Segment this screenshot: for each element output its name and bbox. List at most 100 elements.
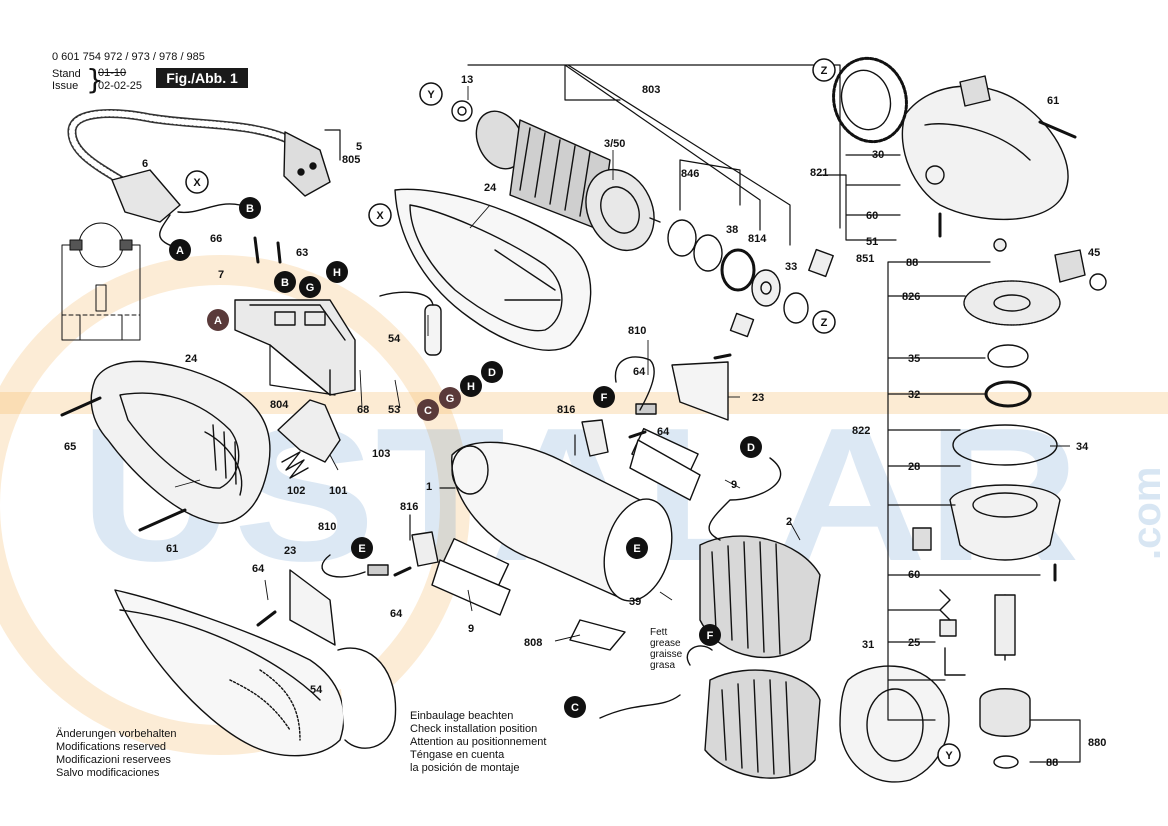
grease-line: Fett <box>650 627 668 638</box>
svg-text:H: H <box>333 267 341 279</box>
part-label: 3/50 <box>604 138 625 150</box>
callout-marker: G <box>299 276 321 298</box>
note-line: Salvo modificaciones <box>56 767 160 779</box>
part-number-labels: 13 803 3/50 846 38 814 33 24 5 805 6 66 … <box>64 74 1106 769</box>
part-label: 24 <box>185 353 198 365</box>
part-label: 822 <box>852 425 870 437</box>
part-label: 1 <box>426 481 432 493</box>
part-label: 5 <box>356 141 362 153</box>
part-label: 826 <box>902 291 920 303</box>
callout-marker: A <box>207 309 229 331</box>
callout-marker: A <box>169 239 191 261</box>
callout-marker: F <box>699 624 721 646</box>
part-label: 38 <box>726 224 738 236</box>
svg-text:A: A <box>214 315 222 327</box>
part-label: 846 <box>681 168 699 180</box>
part-label: 810 <box>628 325 646 337</box>
field-housing <box>440 427 699 651</box>
note-line: la posición de montaje <box>410 762 520 774</box>
part-label: 810 <box>318 521 336 533</box>
part-label: 816 <box>557 404 575 416</box>
part-label: 54 <box>310 684 323 696</box>
part-label: 65 <box>64 441 76 453</box>
part-label: 814 <box>748 233 767 245</box>
part-label: 32 <box>908 389 920 401</box>
cover-plate-lower <box>289 569 336 646</box>
pinion-45 <box>1054 249 1107 291</box>
note-line: Modificazioni reservees <box>56 754 171 766</box>
part-label: 103 <box>372 448 390 460</box>
svg-text:Y: Y <box>427 89 435 101</box>
part-label: 31 <box>862 639 874 651</box>
switch-assembly <box>234 299 356 396</box>
part-label: 880 <box>1088 737 1106 749</box>
svg-text:C: C <box>424 405 432 417</box>
note-line: Check installation position <box>410 723 538 735</box>
part-label: 60 <box>866 210 878 222</box>
note-line: Modifications reserved <box>56 741 167 753</box>
screws <box>60 120 1077 627</box>
letter-callouts: Y X B A B H G A D H G C X Z Z F D E E F … <box>169 58 961 767</box>
part-label: 60 <box>908 569 920 581</box>
note-line: Attention au positionnement <box>410 736 547 748</box>
part-label: 45 <box>1088 247 1100 259</box>
svg-text:B: B <box>246 203 254 215</box>
part-label: 851 <box>856 253 874 265</box>
part-label: 25 <box>908 637 920 649</box>
callout-marker: B <box>239 197 261 219</box>
field-coil-lower <box>704 669 821 779</box>
part-label: 63 <box>296 247 308 259</box>
part-label: 23 <box>752 392 764 404</box>
svg-text:G: G <box>446 393 455 405</box>
part-label: 6 <box>142 158 148 170</box>
figure-badge: Fig./Abb. 1 <box>156 68 248 88</box>
part-label: 9 <box>731 479 737 491</box>
callout-marker: D <box>740 436 762 458</box>
svg-text:A: A <box>176 245 184 257</box>
part-label: 33 <box>785 261 797 273</box>
callout-marker: Z <box>812 58 836 82</box>
svg-text:D: D <box>747 442 755 454</box>
part-label: 24 <box>484 182 497 194</box>
svg-text:Y: Y <box>945 750 953 762</box>
callout-marker: Y <box>937 743 961 767</box>
part-label: 23 <box>284 545 296 557</box>
part-label: 51 <box>866 236 878 248</box>
power-cable <box>67 109 331 249</box>
note-line: Téngase en cuenta <box>410 749 505 761</box>
part-label: 64 <box>633 366 646 378</box>
fan-wheel <box>832 56 908 144</box>
part-label: 28 <box>908 461 920 473</box>
callout-marker: D <box>481 361 503 383</box>
part-label: 2 <box>786 516 792 528</box>
part-label: 821 <box>810 167 828 179</box>
callout-marker: Z <box>812 310 836 334</box>
callout-marker: C <box>564 696 586 718</box>
note-line: Einbaulage beachten <box>410 710 514 722</box>
part-label: 9 <box>468 623 474 635</box>
callout-marker: H <box>326 261 348 283</box>
part-label: 102 <box>287 485 305 497</box>
svg-text:E: E <box>358 543 365 555</box>
svg-text:D: D <box>488 367 496 379</box>
callout-marker: B <box>274 271 296 293</box>
part-label: 61 <box>166 543 178 555</box>
wiring-schematic <box>61 222 141 341</box>
part-label: 39 <box>629 596 641 608</box>
part-label: 7 <box>218 269 224 281</box>
part-label: 101 <box>329 485 347 497</box>
svg-text:C: C <box>571 702 579 714</box>
bearing-parts <box>667 219 834 338</box>
grease-line: grasa <box>650 660 676 671</box>
svg-text:E: E <box>633 543 640 555</box>
model-numbers: 0 601 754 972 / 973 / 978 / 985 <box>52 51 205 63</box>
callout-marker: Y <box>419 82 443 106</box>
brace-glyph: } <box>86 63 104 96</box>
grease-note: Fett grease graisse grasa <box>650 627 682 671</box>
brush-holders <box>321 356 782 719</box>
svg-text:Z: Z <box>821 317 828 329</box>
part-label: 35 <box>908 353 920 365</box>
part-label: 13 <box>461 74 473 86</box>
issue-label: Issue <box>52 80 79 92</box>
